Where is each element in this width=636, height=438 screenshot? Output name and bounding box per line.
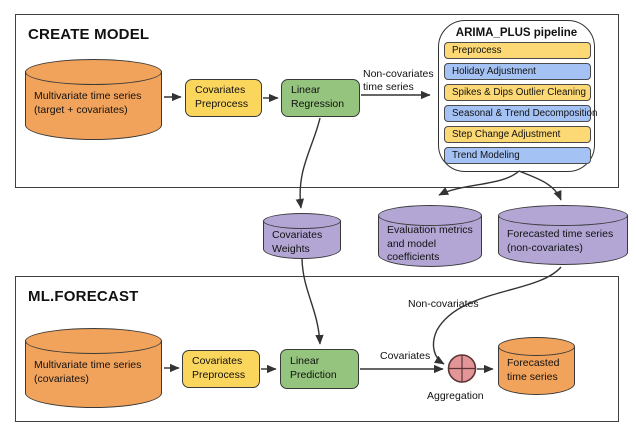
multivariate-source-label: Multivariate time series (target + covar… [34, 90, 142, 116]
noncovariates-edge-label: Non-covariates [408, 298, 479, 310]
cylinder-top-ellipse [25, 328, 162, 354]
ml-forecast-title: ML.FORECAST [28, 288, 139, 305]
covariates-preprocess-label: Covariates Preprocess [195, 84, 249, 110]
evaluation-metrics-cylinder: Evaluation metrics and model coefficient… [378, 205, 482, 267]
arima-plus-pipeline: ARIMA_PLUS pipeline Preprocess Holiday A… [438, 20, 597, 172]
covariates-weights-label: Covariates Weights [272, 229, 323, 255]
linear-regression-label: Linear Regression [291, 84, 345, 110]
pipeline-title: ARIMA_PLUS pipeline [455, 27, 578, 39]
forecast-output-label: Forecasted time series [507, 357, 560, 383]
covariates-preprocess-node: Covariates Preprocess [185, 79, 262, 117]
cylinder-top-ellipse [498, 337, 575, 356]
covariates-source-label: Multivariate time series (covariates) [34, 359, 142, 385]
pipeline-step-spikes-dips: Spikes & Dips Outlier Cleaning [444, 84, 591, 101]
forecast-noncovariates-cylinder: Forecasted time series (non-covariates) [498, 205, 628, 265]
forecast-noncovariates-label: Forecasted time series (non-covariates) [507, 228, 614, 254]
cylinder-top-ellipse [378, 205, 482, 226]
cylinder-top-ellipse [263, 213, 341, 229]
pipeline-step-trend-modeling: Trend Modeling [444, 147, 591, 164]
evaluation-metrics-label: Evaluation metrics and model coefficient… [387, 224, 473, 264]
linear-prediction-node: Linear Prediction [280, 349, 359, 389]
covariates-edge-label: Covariates [380, 350, 431, 362]
cylinder-top-ellipse [498, 205, 628, 226]
covariates-preprocess2-label: Covariates Preprocess [192, 355, 246, 381]
forecast-output-cylinder: Forecasted time series [498, 337, 575, 395]
pipeline-step-holiday-adjustment: Holiday Adjustment [444, 63, 591, 80]
covariates-weights-cylinder: Covariates Weights [263, 213, 341, 259]
covariates-source-cylinder: Multivariate time series (covariates) [25, 328, 162, 408]
pipeline-step-seasonal-trend: Seasonal & Trend Decomposition [444, 105, 597, 122]
create-model-title: CREATE MODEL [28, 26, 150, 43]
linear-regression-node: Linear Regression [281, 79, 360, 117]
covariates-preprocess2-node: Covariates Preprocess [182, 350, 260, 388]
pipeline-step-step-change: Step Change Adjustment [444, 126, 591, 143]
aggregation-label: Aggregation [427, 390, 484, 402]
linear-prediction-label: Linear Prediction [290, 355, 337, 381]
pipeline-step-preprocess: Preprocess [444, 42, 591, 59]
multivariate-source-cylinder: Multivariate time series (target + covar… [25, 59, 162, 140]
cylinder-top-ellipse [25, 59, 162, 85]
noncovariates-timeseries-edge-label: Non-covariates time series [363, 68, 434, 94]
